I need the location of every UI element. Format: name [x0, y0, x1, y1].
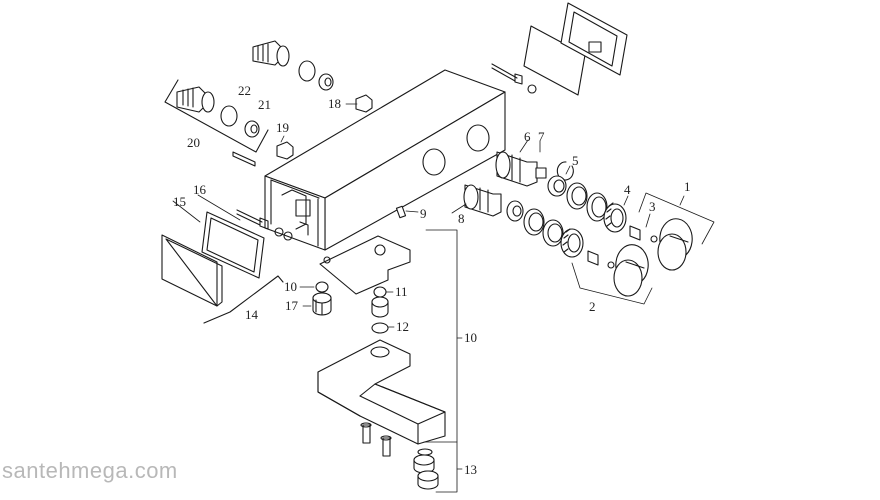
housing-port-right — [466, 124, 490, 152]
callout-7: 7 — [538, 129, 545, 144]
leader-6 — [519, 139, 529, 153]
callout-2: 2 — [589, 299, 596, 314]
leader-8 — [451, 203, 467, 214]
main-housing — [264, 69, 506, 251]
part-13-aerator — [413, 448, 439, 490]
part-18-inlet-fitting — [252, 40, 373, 113]
callout-10-spout: 10 — [464, 330, 477, 345]
part-10-gasket — [319, 235, 411, 295]
leader-16 — [197, 194, 241, 221]
cover-plate-part — [523, 2, 628, 96]
callout-8: 8 — [458, 211, 465, 226]
part-14-bracket-line — [203, 275, 284, 324]
bracket-1 — [638, 192, 715, 245]
callout-13: 13 — [464, 462, 477, 477]
callout-15: 15 — [173, 194, 186, 209]
callout-19: 19 — [276, 120, 289, 135]
watermark-text: santehmega.com — [2, 458, 178, 483]
housing-port-left — [422, 148, 446, 176]
callout-6: 6 — [524, 129, 531, 144]
part-1-handle — [657, 218, 693, 271]
callout-11: 11 — [395, 284, 408, 299]
part-11-fitting — [371, 286, 389, 334]
callout-12: 12 — [396, 319, 409, 334]
callout-5: 5 — [572, 153, 579, 168]
callout-3: 3 — [649, 199, 656, 214]
leader-4 — [623, 195, 629, 206]
callout-16: 16 — [193, 182, 207, 197]
spout-screws — [360, 422, 392, 457]
part-14-plate — [161, 211, 265, 307]
screw-top — [491, 63, 537, 94]
callout-22: 22 — [238, 83, 251, 98]
callout-17: 17 — [285, 298, 299, 313]
callout-21: 21 — [258, 97, 271, 112]
part-2-handle — [587, 244, 649, 297]
callout-10-gasket: 10 — [284, 279, 297, 294]
part-15-screw — [236, 209, 293, 241]
callout-9: 9 — [420, 206, 427, 221]
part-20-inlet-fitting — [164, 79, 294, 167]
callout-20: 20 — [187, 135, 200, 150]
leader-5 — [565, 165, 571, 175]
callout-4: 4 — [624, 182, 631, 197]
part-3-adapter — [629, 225, 658, 243]
callout-1: 1 — [684, 179, 691, 194]
leader-1 — [679, 195, 685, 206]
part-17-fitting — [312, 281, 332, 316]
part-5-clip — [547, 161, 588, 210]
lower-ring-chain — [506, 200, 584, 258]
leader-19 — [280, 135, 285, 143]
leader-15 — [172, 200, 201, 223]
spout-part — [317, 339, 446, 445]
bracket-10-13 — [425, 229, 458, 493]
part-6-cartridge — [495, 151, 547, 187]
callout-14: 14 — [245, 307, 259, 322]
part-9-pin — [395, 205, 419, 219]
part-8-cartridge — [463, 184, 502, 217]
leader-3 — [645, 213, 651, 228]
part-4-ring — [586, 192, 627, 233]
callout-18: 18 — [328, 96, 341, 111]
bracket-2 — [571, 262, 653, 305]
